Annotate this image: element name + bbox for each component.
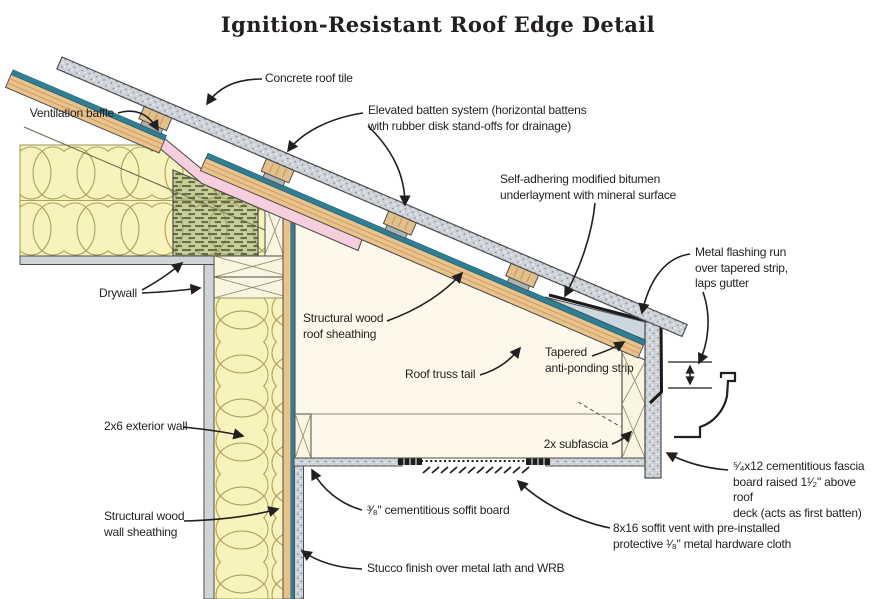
leader-metal-flashing-2: [698, 291, 709, 365]
drywall-ceiling: [19, 255, 215, 265]
stucco-finish: [294, 463, 304, 599]
wall-sheathing: [282, 217, 292, 599]
label-exterior-wall: 2x6 exterior wall: [104, 419, 188, 433]
bitumen-underlayment: [10, 69, 646, 346]
label-subfascia: 2x subfascia: [543, 437, 609, 451]
wrb-layer: [291, 218, 295, 599]
label-tapered-strip: Tapered anti-ponding strip: [545, 345, 634, 375]
leader-elevated-batten-2: [367, 125, 411, 207]
leader-wall-sheathing: [183, 506, 280, 522]
leader-roof-truss-tail: [479, 346, 522, 376]
label-roof-sheathing: Structural wood roof sheathing: [303, 311, 384, 341]
leader-tapered-strip: [591, 341, 626, 357]
leader-soffit-vent: [516, 479, 611, 529]
gutter-profile: [674, 371, 737, 439]
leader-fascia-board: [665, 452, 729, 471]
leader-drywall-1: [141, 261, 184, 291]
wall-insulation: [213, 297, 284, 599]
leader-drywall-2: [141, 283, 202, 295]
leader-metal-flashing-1: [638, 253, 691, 315]
page-title: Ignition-Resistant Roof Edge Detail: [220, 12, 656, 37]
leader-roof-sheathing: [386, 271, 464, 322]
label-metal-flashing: Metal flashing run over tapered strip, l…: [695, 245, 788, 291]
leader-ventilation-baffle: [117, 110, 159, 132]
label-stucco: Stucco finish over metal lath and WRB: [367, 561, 565, 575]
leader-elevated-batten-1: [287, 112, 364, 153]
leader-self-adhering: [564, 202, 596, 298]
batten-blocks: [138, 105, 540, 292]
drywall-wall: [203, 264, 215, 599]
leader-arrows: [117, 78, 729, 570]
label-fascia-board: ⁵⁄₄x12 cementitious fascia board raised …: [733, 459, 865, 520]
label-wall-sheathing: Structural wood wall sheathing: [104, 509, 185, 539]
concrete-roof-tile: [56, 56, 688, 338]
label-soffit-board: ³⁄₈" cementitious soffit board: [367, 503, 510, 517]
soffit-vent: [398, 458, 550, 474]
label-self-adhering-underlayment: Self-adhering modified bitumen underlaym…: [500, 172, 677, 202]
label-roof-truss-tail: Roof truss tail: [405, 367, 476, 381]
label-concrete-roof-tile: Concrete roof tile: [265, 71, 353, 85]
label-elevated-batten-system: Elevated batten system (horizontal batte…: [368, 103, 587, 133]
label-drywall: Drywall: [99, 286, 137, 300]
leader-subfascia: [611, 430, 633, 445]
label-ventilation-baffle: Ventilation baffle: [29, 106, 114, 120]
top-plates: [213, 255, 292, 299]
leader-exterior-wall: [182, 426, 245, 440]
leader-soffit-board: [311, 468, 363, 511]
leader-concrete-tile: [206, 78, 263, 106]
leader-stucco: [300, 550, 363, 570]
dimension-marker: [668, 361, 712, 389]
soffit-board: [293, 457, 646, 467]
label-soffit-vent: 8x16 soffit vent with pre-installed prot…: [613, 521, 792, 551]
